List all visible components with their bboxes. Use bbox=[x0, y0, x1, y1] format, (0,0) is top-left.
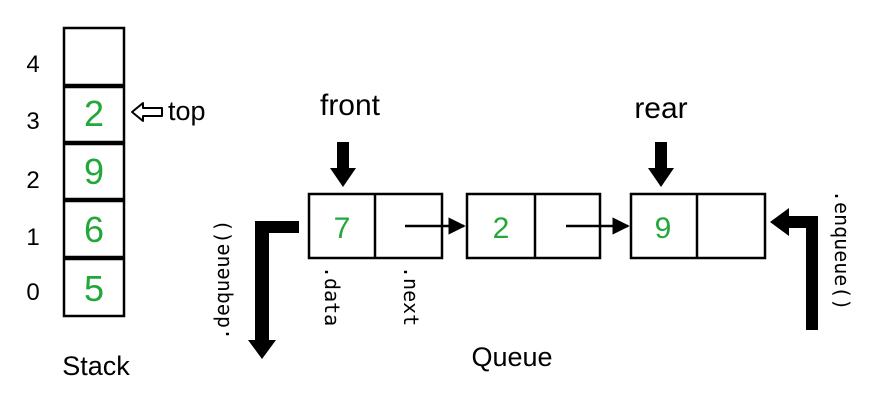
stack-value: 2 bbox=[84, 93, 104, 134]
stack-cell-3 bbox=[62, 85, 126, 144]
queue-title: Queue bbox=[471, 342, 552, 372]
stack-title: Stack bbox=[62, 351, 130, 381]
dequeue-label: .dequeue() bbox=[210, 220, 234, 340]
top-label: top bbox=[168, 96, 206, 126]
data-field-label: .data bbox=[320, 266, 344, 326]
queue: 7 2 9 front rear .data .next .dequeue() bbox=[210, 89, 854, 372]
dequeue-arrow-icon bbox=[248, 221, 299, 359]
next-field-label: .next bbox=[399, 266, 423, 326]
top-pointer-icon bbox=[131, 102, 163, 122]
stack-index: 3 bbox=[26, 108, 39, 135]
rear-label: rear bbox=[634, 92, 687, 125]
node-data-value: 7 bbox=[334, 212, 351, 245]
node-data-value: 9 bbox=[655, 212, 672, 245]
stack-cell-2 bbox=[62, 142, 126, 201]
enqueue-arrow-icon bbox=[770, 208, 818, 330]
stack-cell-1 bbox=[62, 199, 126, 259]
front-label: front bbox=[320, 89, 381, 122]
rear-pointer-icon bbox=[648, 142, 674, 187]
queue-node: 9 bbox=[629, 192, 767, 260]
stack-cell-4 bbox=[62, 26, 126, 87]
stack-index: 1 bbox=[26, 224, 39, 251]
queue-node: 7 bbox=[307, 192, 444, 260]
stack: 2 9 6 5 4 3 2 1 0 top Stack bbox=[26, 26, 206, 381]
stack-index: 2 bbox=[26, 167, 39, 194]
stack-value: 6 bbox=[84, 209, 104, 250]
stack-index: 4 bbox=[26, 51, 39, 78]
node-data-value: 2 bbox=[493, 212, 510, 245]
stack-value: 5 bbox=[84, 268, 104, 309]
front-pointer-icon bbox=[330, 142, 356, 187]
stack-value: 9 bbox=[84, 151, 104, 192]
enqueue-label: .enqueue() bbox=[830, 190, 854, 310]
stack-cell-0 bbox=[62, 257, 126, 318]
stack-index: 0 bbox=[26, 279, 39, 306]
